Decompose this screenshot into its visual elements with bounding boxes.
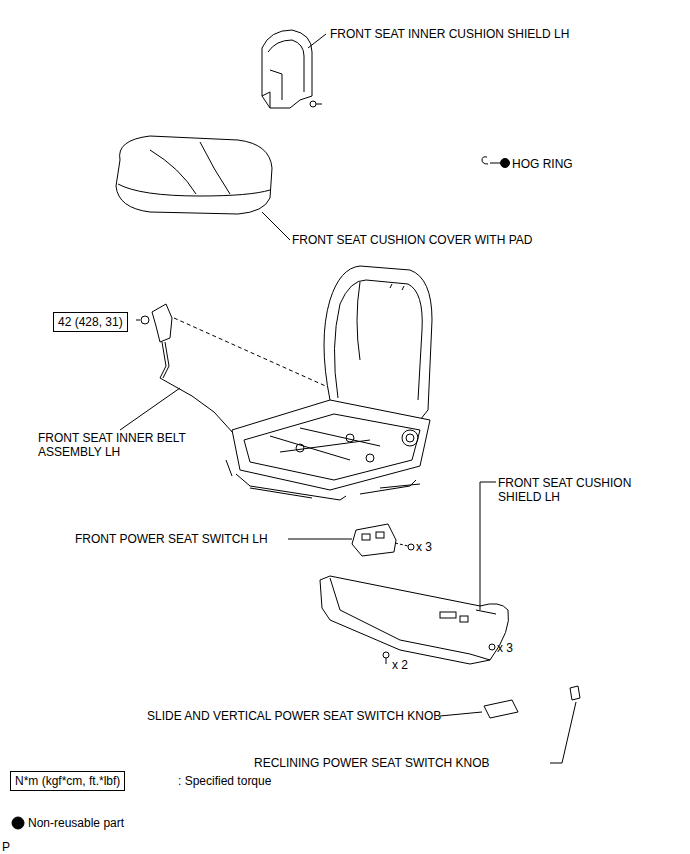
leader-line — [480, 482, 496, 610]
power-seat-switch — [352, 524, 414, 556]
part-name: FRONT POWER SEAT SWITCH LH — [75, 532, 268, 546]
torque-box: 42 (428, 31) — [53, 312, 128, 332]
box-text: 42 (428, 31) — [58, 315, 123, 329]
inner-cushion-shield — [262, 30, 322, 108]
leader-line — [288, 539, 352, 540]
leader-line — [440, 712, 482, 716]
part-name: FRONT SEAT INNER BELT ASSEMBLY LH — [38, 431, 213, 459]
part-name: SLIDE AND VERTICAL POWER SEAT SWITCH KNO… — [147, 709, 441, 723]
legend-text: : Specified torque — [178, 774, 271, 788]
quantity-label: x 3 — [416, 540, 432, 554]
legend-text: Non-reusable part — [28, 816, 124, 830]
part-name: RECLINING POWER SEAT SWITCH KNOB — [254, 756, 490, 770]
hog-ring-symbol — [482, 157, 510, 168]
leader-line — [550, 702, 576, 763]
leader-line — [120, 388, 180, 430]
leader-line — [308, 34, 326, 48]
quantity-label: x 3 — [497, 641, 513, 655]
quantity-label: x 2 — [392, 658, 408, 672]
part-name: FRONT SEAT CUSHION COVER WITH PAD — [292, 233, 532, 247]
seat-frame — [226, 266, 432, 500]
torque-unit-box: N*m (kgf*cm, ft.*lbf) — [10, 771, 125, 791]
box-text: N*m (kgf*cm, ft.*lbf) — [15, 774, 120, 788]
part-name: HOG RING — [512, 157, 573, 171]
part-name: P — [2, 840, 10, 854]
part-name: FRONT SEAT INNER CUSHION SHIELD LH — [330, 27, 569, 41]
leader-line — [136, 320, 140, 321]
switch-knobs — [484, 686, 580, 718]
leader-line — [262, 212, 290, 240]
part-name: FRONT SEAT CUSHION SHIELD LH — [498, 476, 648, 504]
non-reusable-dot — [12, 817, 24, 829]
cushion-cover-pad — [116, 136, 272, 214]
